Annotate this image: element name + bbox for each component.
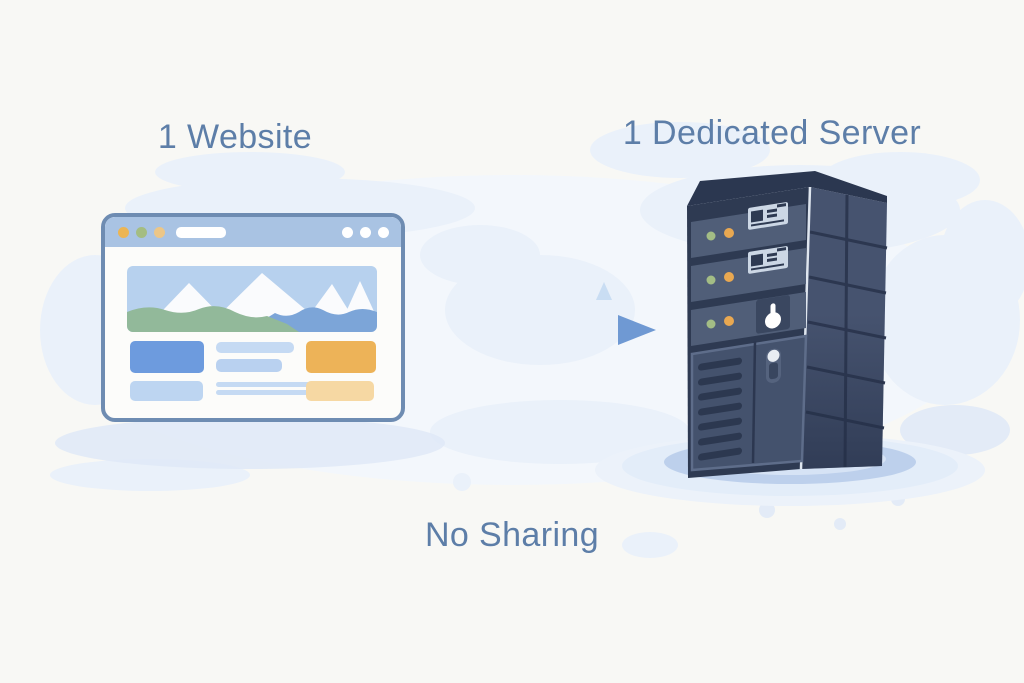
led-green-icon xyxy=(706,231,716,241)
led-amber-icon xyxy=(724,228,734,238)
window-menu-dots xyxy=(342,226,389,238)
drive-panel-icon xyxy=(748,202,788,230)
flow-arrow-icon xyxy=(420,315,656,345)
address-bar xyxy=(176,226,226,238)
left-title: 1 Website xyxy=(157,118,313,156)
content-card-peach xyxy=(306,381,374,401)
menu-dot-icon xyxy=(360,226,371,238)
status-leds xyxy=(706,228,734,329)
mountain-landscape-graphic xyxy=(127,266,377,332)
server-top-cap xyxy=(687,171,887,206)
cloud-blobs xyxy=(55,405,1010,530)
server-door-outline xyxy=(690,334,808,472)
browser-titlebar xyxy=(105,217,401,247)
server-door xyxy=(692,336,806,470)
server-tower xyxy=(595,171,985,506)
content-card-blue xyxy=(130,341,204,373)
bottom-caption: No Sharing xyxy=(424,516,600,554)
power-button-icon xyxy=(756,295,790,334)
content-card-orange xyxy=(306,341,376,373)
side-shading xyxy=(801,187,887,469)
content-text-bar xyxy=(216,359,282,372)
arrow-head xyxy=(618,315,656,345)
content-text-line xyxy=(216,382,314,387)
led-amber-icon xyxy=(724,272,734,282)
right-title: 1 Dedicated Server xyxy=(622,114,922,152)
drive-panel-icon xyxy=(748,246,788,274)
content-card-light-blue xyxy=(130,381,203,401)
green-hills xyxy=(127,306,299,332)
door-handle-icon xyxy=(766,348,781,383)
vent-slats xyxy=(698,357,742,461)
window-dot-green-icon xyxy=(136,226,147,238)
browser-window xyxy=(101,213,405,422)
door-divider xyxy=(751,340,757,464)
hero-image xyxy=(127,266,377,332)
led-green-icon xyxy=(706,319,716,329)
content-text-bar xyxy=(216,342,294,353)
led-amber-icon xyxy=(724,316,734,326)
window-dot-light-amber-icon xyxy=(154,226,165,238)
window-dot-amber-icon xyxy=(118,226,129,238)
menu-dot-icon xyxy=(378,226,389,238)
content-text-line xyxy=(216,390,314,395)
triangle-decoration xyxy=(596,282,612,300)
led-green-icon xyxy=(706,275,716,285)
menu-dot-icon xyxy=(342,226,353,238)
